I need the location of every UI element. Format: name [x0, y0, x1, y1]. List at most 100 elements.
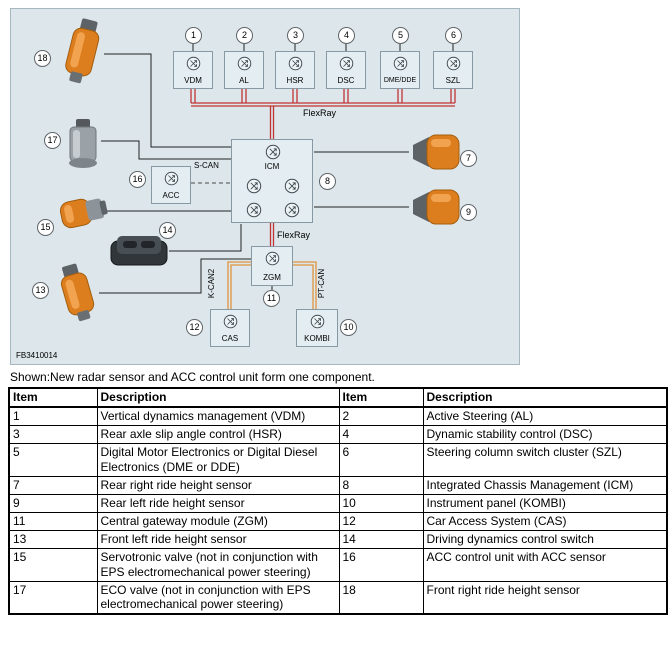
item-number-cell: 14	[338, 530, 424, 550]
legend-row: 5 Digital Motor Electronics or Digital D…	[8, 443, 668, 477]
can-bus-lines	[227, 261, 317, 309]
control-unit-icon	[310, 314, 325, 329]
component-connector-lines	[99, 44, 454, 294]
item-number-cell: 9	[8, 493, 98, 514]
item-number-cell: 6	[338, 443, 424, 477]
item-badge-4: 4	[338, 27, 355, 44]
description-cell: Vertical dynamics management (VDM)	[96, 406, 340, 427]
pt-can-label: PT-CAN	[317, 268, 327, 299]
description-cell: Instrument panel (KOMBI)	[422, 493, 668, 514]
item-badge-5: 5	[392, 27, 409, 44]
description-cell: Front left ride height sensor	[96, 530, 340, 550]
control-unit-icon	[265, 144, 281, 160]
col-header-description-right: Description	[422, 387, 668, 409]
description-cell: Digital Motor Electronics or Digital Die…	[96, 443, 340, 477]
module-cas: CAS	[210, 309, 250, 347]
item-badge-17: 17	[44, 132, 61, 149]
icm-function-icon	[284, 202, 300, 218]
item-number-cell: 17	[8, 580, 98, 615]
item-number-cell: 12	[338, 512, 424, 532]
flexray-network-diagram: 1 2 3 4 5 6 VDM AL HSR DSC DME/DDE SZL F…	[10, 8, 520, 365]
description-cell: Car Access System (CAS)	[422, 512, 668, 532]
item-number-cell: 7	[8, 475, 98, 495]
item-badge-9: 9	[460, 204, 477, 221]
module-kombi: KOMBI	[296, 309, 338, 347]
legend-row: 3 Rear axle slip angle control (HSR) 4 D…	[8, 425, 668, 445]
legend-table: Item Description Item Description 1 Vert…	[8, 387, 668, 616]
module-label-zgm: ZGM	[263, 273, 281, 282]
col-header-description-left: Description	[96, 387, 340, 409]
item-number-cell: 18	[338, 580, 424, 615]
k-can2-label: K-CAN2	[207, 268, 217, 299]
description-cell: Steering column switch cluster (SZL)	[422, 443, 668, 477]
item-badge-16: 16	[129, 171, 146, 188]
description-cell: Dynamic stability control (DSC)	[422, 425, 668, 445]
module-label-dme-dde: DME/DDE	[383, 77, 417, 84]
item-number-cell: 10	[338, 493, 424, 514]
module-vdm: VDM	[173, 51, 213, 89]
module-acc: ACC	[151, 166, 191, 204]
legend-row: 9 Rear left ride height sensor 10 Instru…	[8, 493, 668, 514]
front-left-ride-height-sensor-image	[60, 263, 95, 322]
item-badge-1: 1	[185, 27, 202, 44]
module-label-hsr: HSR	[286, 76, 304, 85]
module-szl: SZL	[433, 51, 473, 89]
description-cell: Integrated Chassis Management (ICM)	[422, 475, 668, 495]
module-icm: ICM	[231, 139, 313, 223]
item-badge-15: 15	[37, 219, 54, 236]
module-hsr: HSR	[275, 51, 315, 89]
figure-caption: Shown:New radar sensor and ACC control u…	[10, 370, 375, 384]
legend-row: 1 Vertical dynamics management (VDM) 2 A…	[8, 406, 668, 427]
figure-code: FB3410014	[16, 351, 58, 360]
description-cell: Driving dynamics control switch	[422, 530, 668, 550]
item-badge-13: 13	[32, 282, 49, 299]
legend-row: 11 Central gateway module (ZGM) 12 Car A…	[8, 512, 668, 532]
rear-right-ride-height-sensor-image	[413, 134, 460, 170]
module-label-al: AL	[239, 76, 249, 85]
item-badge-14: 14	[159, 222, 176, 239]
item-badge-6: 6	[445, 27, 462, 44]
description-cell: Rear right ride height sensor	[96, 475, 340, 495]
control-unit-icon	[393, 56, 408, 71]
description-cell: Servotronic valve (not in conjunction wi…	[96, 548, 340, 582]
module-zgm: ZGM	[251, 246, 293, 286]
icm-function-icon	[284, 178, 300, 194]
item-number-cell: 5	[8, 443, 98, 477]
item-badge-11: 11	[263, 290, 280, 307]
item-number-cell: 15	[8, 548, 98, 582]
module-label-kombi: KOMBI	[304, 334, 330, 343]
s-can-label: S-CAN	[194, 161, 219, 170]
control-unit-icon	[237, 56, 252, 71]
item-number-cell: 2	[338, 406, 424, 427]
control-unit-icon	[223, 314, 238, 329]
item-number-cell: 3	[8, 425, 98, 445]
description-cell: Rear axle slip angle control (HSR)	[96, 425, 340, 445]
item-number-cell: 4	[338, 425, 424, 445]
item-badge-2: 2	[236, 27, 253, 44]
front-right-ride-height-sensor-image	[65, 18, 100, 84]
flexray-bus-lines	[190, 89, 456, 246]
control-unit-icon	[186, 56, 201, 71]
module-label-cas: CAS	[221, 334, 239, 343]
control-unit-icon	[446, 56, 461, 71]
legend-header-row: Item Description Item Description	[8, 387, 668, 409]
description-cell: Active Steering (AL)	[422, 406, 668, 427]
module-label-dsc: DSC	[337, 76, 355, 85]
col-header-item-right: Item	[338, 387, 424, 409]
module-dsc: DSC	[326, 51, 366, 89]
legend-row: 7 Rear right ride height sensor 8 Integr…	[8, 475, 668, 495]
module-label-acc: ACC	[162, 191, 180, 200]
item-number-cell: 13	[8, 530, 98, 550]
control-unit-icon	[265, 251, 280, 266]
bus-wiring-layer	[99, 44, 456, 309]
rear-left-ride-height-sensor-image	[413, 189, 460, 225]
item-badge-18: 18	[34, 50, 51, 67]
control-unit-icon	[164, 171, 179, 186]
eco-valve-image	[69, 119, 97, 168]
item-number-cell: 8	[338, 475, 424, 495]
flexray-label-top: FlexRay	[303, 108, 337, 118]
description-cell: ECO valve (not in conjunction with EPS e…	[96, 580, 340, 615]
control-unit-icon	[288, 56, 303, 71]
driving-dynamics-switch-image	[110, 236, 168, 266]
